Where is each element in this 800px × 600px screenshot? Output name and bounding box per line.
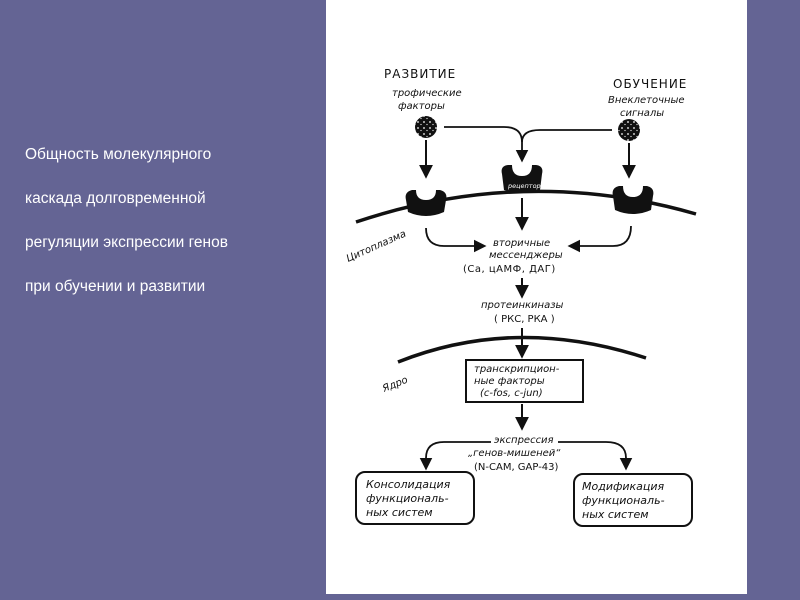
second-messengers-label-1: вторичные [493,238,550,249]
nucleus-label: Ядро [380,375,409,395]
converge-arrow-left [444,126,529,163]
trophic-label-2: факторы [398,101,445,112]
modification-label-2: функциональ- [582,494,665,507]
to-modification-arrow [558,441,633,471]
transcription-factors-box [465,359,584,403]
caption-line-4: при обучении и развитии [25,278,206,295]
diagram-panel: РАЗВИТИЕ ОБУЧЕНИЕ трофические факторы Вн… [326,0,747,594]
to-consolidation-arrow [419,441,491,471]
consolidation-label-2: функциональ- [366,492,449,505]
converge-arrow-right [521,129,612,143]
modification-label-3: ных систем [582,508,649,521]
trophic-label-1: трофические [392,88,462,99]
second-messengers-label-2: мессенджеры [489,250,563,261]
protein-kinases-label-2: ( РКС, РКА ) [494,314,555,325]
left-to-messengers-arrow [425,227,487,253]
consolidation-label-3: ных систем [366,506,433,519]
expression-label-1: экспрессия [494,435,554,446]
right-to-messengers-arrow [567,225,632,253]
modification-label-1: Модификация [582,480,665,493]
receptor-left-icon [405,190,447,216]
receptor-right-icon [612,186,654,214]
extracellular-label-1: Внеклеточные [608,95,685,106]
nuclear-envelope [397,335,647,364]
cytoplasm-label: Цитоплазма [345,229,408,265]
protein-kinases-label-1: протеинкиназы [481,300,564,311]
consolidation-label-1: Консолидация [366,478,451,491]
transcription-factors-label-3: (с-fos, c-jun) [480,388,543,399]
learning-label: ОБУЧЕНИЕ [613,77,687,91]
extracellular-label-2: сигналы [620,108,664,119]
expression-label-2: „генов-мишеней“ [468,448,561,459]
receptor-center-icon [501,165,543,193]
caption-line-1: Общность молекулярного [25,146,212,163]
receptor-label: рецептор [507,182,541,190]
slide-caption: Общность молекулярного каскада долговрем… [25,146,315,322]
second-messengers-label-3: (Са, цАМФ, ДАГ) [463,264,556,275]
transcription-factors-label-2: ные факторы [474,376,545,387]
development-label: РАЗВИТИЕ [384,67,456,81]
signal-ligand-icon [618,119,640,141]
molecular-cascade-diagram: РАЗВИТИЕ ОБУЧЕНИЕ трофические факторы Вн… [345,67,697,527]
transcription-factors-label-1: транскрипцион- [474,364,560,375]
caption-line-2: каскада долговременной [25,190,206,207]
expression-label-3: (N-CAM, GAP-43) [474,462,559,473]
consolidation-box [355,471,475,525]
caption-line-3: регуляции экспрессии генов [25,234,228,251]
trophic-factor-icon [415,116,437,138]
modification-box [573,473,693,527]
